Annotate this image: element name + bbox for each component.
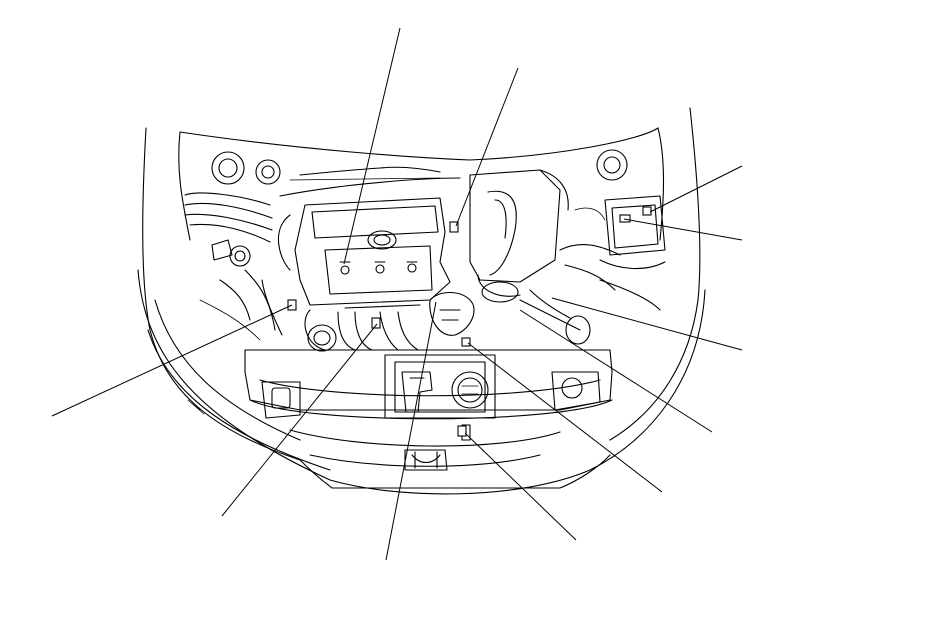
air-intake bbox=[469, 169, 569, 303]
callout-leader-3 bbox=[649, 165, 743, 213]
callout-leader-4 bbox=[623, 218, 743, 241]
callout-leader-2 bbox=[455, 67, 519, 227]
callout-leaders bbox=[51, 27, 743, 561]
callout-leader-7 bbox=[467, 342, 663, 493]
body-outline bbox=[137, 107, 706, 495]
callout-leader-6 bbox=[519, 309, 713, 433]
sensor-cluster bbox=[287, 221, 475, 437]
callout-leader-5 bbox=[551, 297, 743, 351]
callout-leader-10 bbox=[221, 323, 378, 517]
radiator-fan bbox=[384, 354, 496, 419]
left-components bbox=[184, 192, 283, 341]
engine bbox=[277, 166, 461, 352]
callout-leader-1 bbox=[343, 27, 401, 265]
callout-leader-9 bbox=[385, 301, 437, 561]
battery-box bbox=[599, 195, 666, 270]
callout-leader-8 bbox=[464, 432, 577, 541]
front-bumper bbox=[244, 349, 613, 471]
strut-towers bbox=[211, 149, 628, 267]
right-components bbox=[519, 207, 661, 345]
callout-leader-11 bbox=[51, 304, 293, 417]
